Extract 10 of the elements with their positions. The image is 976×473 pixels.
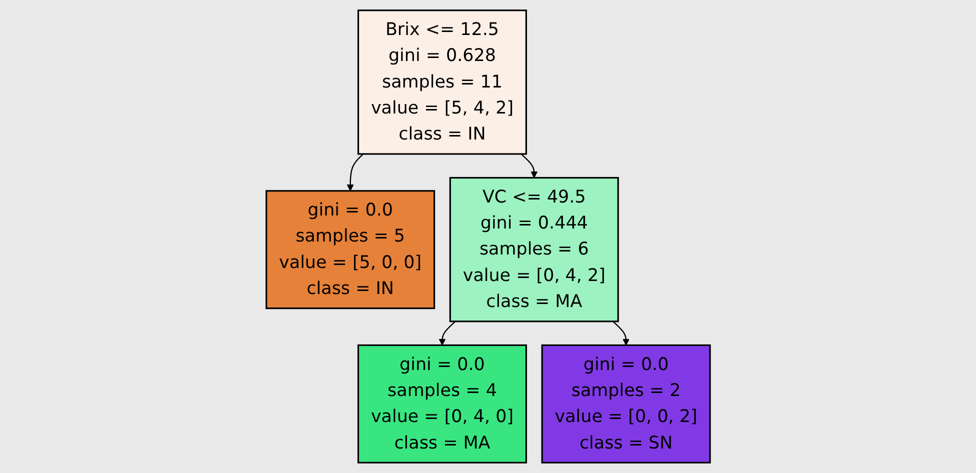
- arrow: [438, 320, 456, 346]
- node-box: [265, 190, 435, 310]
- arrow: [520, 154, 538, 178]
- node-box: [357, 10, 527, 155]
- decision-tree-diagram: Brix <= 12.5 gini = 0.628 samples = 11 value = [5, 4, 2] class = IN gini = 0.0 samples = 5 value = [5, 0, 0] class = IN VC <= 49.5 gini = 0.444 samples = 6 value = [0, 4, 2] class = MA gini = 0.0 samples = 4 value = [0, 4, 0] class = MA gini = 0.0 samples = 2 value = [0, 0, 2] class = SN: [260, 4, 716, 469]
- arrow: [612, 320, 630, 346]
- node-box: [449, 176, 619, 322]
- node-box: [541, 344, 711, 464]
- arrow: [346, 154, 364, 192]
- node-box: [357, 344, 527, 464]
